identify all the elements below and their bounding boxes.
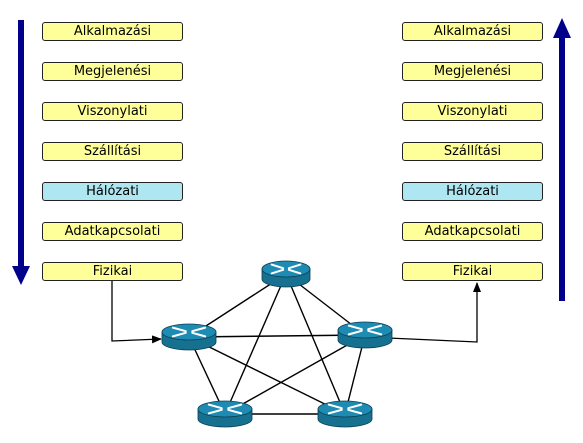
link-left-bottom-right: [188, 336, 346, 415]
right-layer-transport: Szállítási: [402, 142, 543, 161]
left-layer-network: Hálózati: [42, 182, 183, 201]
left-layer-session: Viszonylati: [42, 102, 183, 121]
link-right-bottom-left: [224, 334, 366, 415]
router-top-icon: [261, 260, 311, 288]
right-layer-network: Hálózati: [402, 182, 543, 201]
right-layer-application: Alkalmazási: [402, 22, 543, 41]
left-layer-transport: Szállítási: [42, 142, 183, 161]
right-up-arrow: [553, 18, 571, 301]
right-connector-arrow: [387, 282, 481, 343]
left-connector-arrow: [111, 281, 162, 344]
left-down-arrow: [12, 20, 30, 285]
router-left-icon: [161, 323, 217, 351]
left-layer-application: Alkalmazási: [42, 22, 183, 41]
router-right-icon: [337, 321, 393, 349]
right-layer-session: Viszonylati: [402, 102, 543, 121]
right-layer-datalink: Adatkapcsolati: [402, 222, 543, 241]
link-top-bottom-left: [224, 273, 287, 415]
router-bottom-left-icon: [197, 400, 253, 428]
link-top-bottom-right: [285, 273, 346, 415]
router-bottom-right-icon: [317, 400, 373, 428]
left-layer-physical: Fizikai: [42, 262, 183, 281]
right-layer-physical: Fizikai: [402, 262, 543, 281]
link-left-right: [188, 334, 366, 338]
left-layer-presentation: Megjelenési: [42, 62, 183, 81]
left-layer-datalink: Adatkapcsolati: [42, 222, 183, 241]
routers: [161, 260, 393, 428]
right-layer-presentation: Megjelenési: [402, 62, 543, 81]
